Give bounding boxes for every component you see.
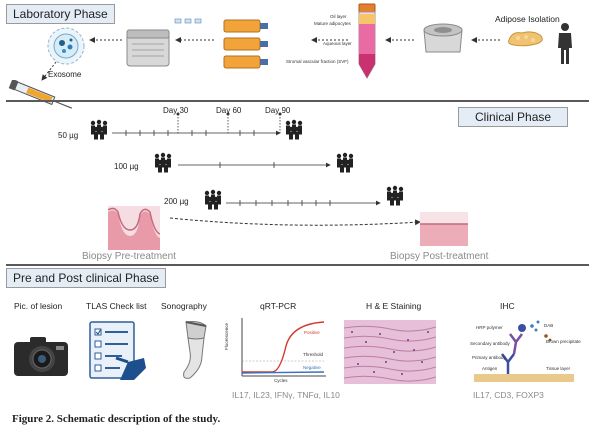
ultracentrifuge-icon (126, 29, 170, 67)
dose-100-label: 100 µg (114, 162, 139, 171)
item-label-he: H & E Staining (366, 301, 422, 311)
ihc-antigen-label: Antigen (482, 366, 498, 371)
figure-caption-text: . Schematic description of the study. (51, 413, 221, 425)
tube-label-oil: Oil layer (330, 14, 347, 19)
histology-icon (344, 320, 436, 384)
adipose-isolation-label: Adipose Isolation (495, 14, 560, 24)
exosome-label: Exosome (48, 70, 82, 79)
item-label-pcr: qRT-PCR (260, 301, 297, 311)
checklist-icon (89, 321, 146, 380)
antibody-icon (474, 320, 574, 382)
ihc-secondary-label: Secondary antibody (470, 341, 510, 346)
section-divider (6, 264, 589, 266)
ultrasound-probe-icon (183, 321, 207, 379)
day-60-label: Day 60 (216, 106, 242, 115)
ihc-hrp-label: HRP polymer (476, 325, 503, 330)
falcon-tube-icon (358, 3, 376, 80)
ihc-primary-label: Primary antibody (472, 355, 506, 360)
item-label-ihc: IHC (500, 301, 515, 311)
figure-caption-prefix: Figure 2 (12, 413, 52, 425)
pcr-negative-label: Negative (303, 365, 321, 370)
culture-flasks-icon (223, 19, 268, 69)
item-label-sonography: Sonography (161, 301, 207, 311)
adipose-tissue-icon (508, 31, 543, 47)
clinical-timeline (90, 112, 421, 226)
exosome-dish-icon (47, 27, 85, 65)
pcr-markers-label: IL17, IL23, IFNγ, TNFα, IL10 (232, 390, 340, 400)
day-90-label: Day 90 (265, 106, 291, 115)
item-label-tlas: TLAS Check list (86, 301, 147, 311)
sample-tubes-icon (174, 18, 202, 24)
clinical-phase-title: Clinical Phase (458, 107, 569, 127)
biopsy-pre-skin-icon (108, 206, 160, 250)
pcr-positive-label: Positive (304, 330, 320, 335)
lab-phase-title: Laboratory Phase (6, 4, 115, 24)
ihc-dab-label: DAB (544, 323, 554, 328)
ihc-markers-label: IL17, CD3, FOXP3 (473, 390, 544, 400)
biopsy-post-skin-icon (420, 212, 468, 246)
pcr-chart-icon (241, 318, 326, 377)
tube-label-svf: Stromal vascular fraction (SVF) (286, 59, 349, 64)
section-divider (6, 100, 589, 102)
patient-silhouette-icon (558, 23, 572, 64)
biopsy-pre-label: Biopsy Pre-treatment (82, 251, 176, 262)
pcr-ylabel: Fluorescence (224, 322, 229, 350)
pcr-xlabel: Cycles (274, 378, 288, 383)
figure-caption: Figure 2. Schematic description of the s… (12, 413, 220, 425)
tube-label-adipocytes: Mature adipocytes (314, 21, 351, 26)
dose-200-label: 200 µg (164, 197, 189, 206)
tube-label-aqueous: Aqueous layer (323, 41, 352, 46)
pcr-threshold-label: Threshold (303, 352, 324, 357)
ihc-brown-label: Brown precipitate (546, 339, 581, 344)
post-phase-title: Pre and Post clinical Phase (6, 268, 167, 288)
ihc-tissue-label: Tissue layer (546, 366, 571, 371)
lab-flow-arrows (41, 37, 500, 81)
day-30-label: Day 30 (163, 106, 189, 115)
centrifuge-icon (423, 23, 463, 53)
item-label-lesion: Pic. of lesion (14, 301, 63, 311)
camera-icon (14, 337, 68, 376)
dose-50-label: 50 µg (58, 131, 79, 140)
biopsy-post-label: Biopsy Post-treatment (390, 251, 489, 262)
